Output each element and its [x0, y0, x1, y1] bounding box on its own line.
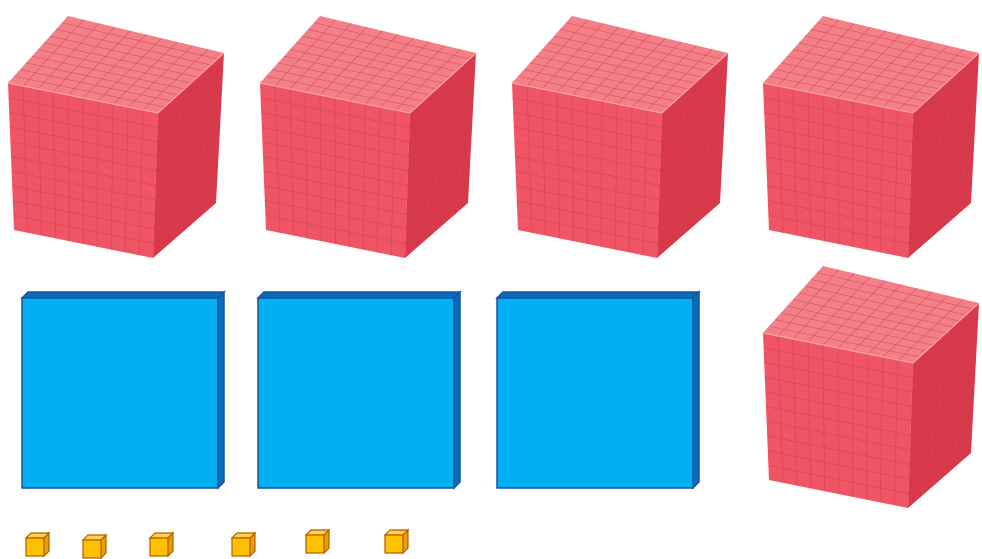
- flat-top-edge: [22, 292, 224, 298]
- thousand-cube-icon: [763, 16, 979, 258]
- flat-face: [497, 298, 693, 488]
- unit-cube-icon: [232, 533, 255, 556]
- flat-side-edge: [454, 292, 460, 488]
- unit-front-face: [385, 535, 403, 553]
- thousand-cube-icon: [8, 16, 224, 258]
- hundred-flat-icon: [258, 292, 460, 488]
- hundred-flat-icon: [497, 292, 699, 488]
- flat-side-edge: [693, 292, 699, 488]
- flat-face: [258, 298, 454, 488]
- flat-top-edge: [258, 292, 460, 298]
- flat-side-edge: [218, 292, 224, 488]
- thousand-cube-icon: [260, 16, 476, 258]
- unit-side-face: [403, 530, 408, 553]
- unit-side-face: [168, 533, 173, 556]
- hundred-flats-group: [22, 292, 699, 488]
- unit-side-face: [324, 530, 329, 553]
- unit-front-face: [306, 535, 324, 553]
- thousand-cube-icon: [512, 16, 728, 258]
- unit-side-face: [250, 533, 255, 556]
- unit-cube-icon: [150, 533, 173, 556]
- unit-front-face: [83, 540, 101, 558]
- unit-front-face: [150, 538, 168, 556]
- unit-cube-icon: [83, 535, 106, 558]
- unit-cube-icon: [26, 533, 49, 556]
- flat-face: [22, 298, 218, 488]
- unit-cube-icon: [306, 530, 329, 553]
- unit-cube-icon: [385, 530, 408, 553]
- flat-top-edge: [497, 292, 699, 298]
- unit-front-face: [26, 538, 44, 556]
- hundred-flat-icon: [22, 292, 224, 488]
- unit-side-face: [101, 535, 106, 558]
- unit-front-face: [232, 538, 250, 556]
- thousand-cube-icon: [763, 266, 979, 508]
- unit-side-face: [44, 533, 49, 556]
